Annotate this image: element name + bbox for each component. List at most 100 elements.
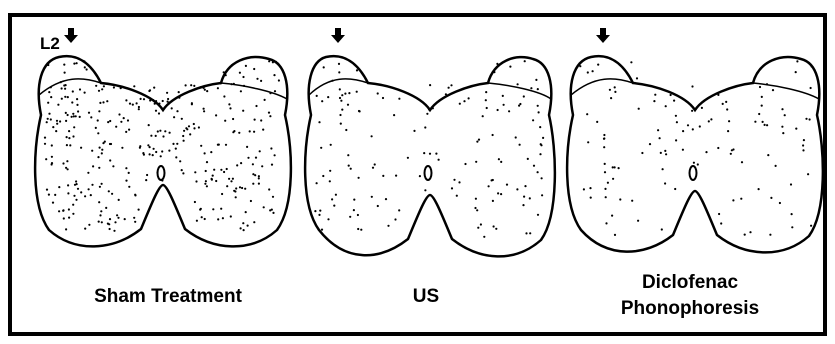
stained-neuron-dot: [62, 210, 64, 212]
stained-neuron-dot: [88, 224, 90, 226]
stained-neuron-dot: [205, 170, 207, 172]
stained-neuron-dot: [99, 186, 101, 188]
stained-neuron-dot: [496, 63, 498, 65]
stained-neuron-dot: [50, 96, 52, 98]
stained-neuron-dot: [234, 190, 236, 192]
stained-neuron-dot: [219, 82, 221, 84]
stained-neuron-dot: [691, 110, 693, 112]
stained-neuron-dot: [189, 133, 191, 135]
stained-neuron-dot: [263, 206, 265, 208]
stained-neuron-dot: [726, 108, 728, 110]
arrow-down-icon: [331, 28, 345, 43]
stained-neuron-dot: [108, 223, 110, 225]
stained-neuron-dot: [64, 72, 66, 74]
stained-neuron-dot: [153, 87, 155, 89]
stained-neuron-dot: [181, 118, 183, 120]
stained-neuron-dot: [67, 96, 69, 98]
stained-neuron-dot: [323, 66, 325, 68]
stained-neuron-dot: [493, 71, 495, 73]
stained-neuron-dot: [448, 87, 450, 89]
stained-neuron-dot: [215, 114, 217, 116]
stained-neuron-dot: [587, 71, 589, 73]
stained-neuron-dot: [244, 188, 246, 190]
stained-neuron-dot: [541, 177, 543, 179]
stained-neuron-dot: [802, 149, 804, 151]
stained-neuron-dot: [51, 144, 53, 146]
stained-neuron-dot: [770, 197, 772, 199]
stained-neuron-dot: [188, 125, 190, 127]
stained-neuron-dot: [50, 86, 52, 88]
stained-neuron-dot: [665, 153, 667, 155]
stained-neuron-dot: [532, 119, 534, 121]
stained-neuron-dot: [728, 120, 730, 122]
stained-neuron-dot: [223, 95, 225, 97]
stained-neuron-dot: [100, 210, 102, 212]
stained-neuron-dot: [242, 76, 244, 78]
stained-neuron-dot: [718, 213, 720, 215]
stained-neuron-dot: [348, 165, 350, 167]
stained-neuron-dot: [475, 161, 477, 163]
stained-neuron-dot: [44, 137, 46, 139]
stained-neuron-dot: [220, 169, 222, 171]
stained-neuron-dot: [240, 90, 242, 92]
stained-neuron-dot: [705, 151, 707, 153]
stained-neuron-dot: [203, 87, 205, 89]
stained-neuron-dot: [76, 98, 78, 100]
stained-neuron-dot: [740, 198, 742, 200]
stained-neuron-dot: [732, 148, 734, 150]
stained-neuron-dot: [247, 225, 249, 227]
stained-neuron-dot: [204, 89, 206, 91]
stained-neuron-dot: [583, 188, 585, 190]
stained-neuron-dot: [387, 225, 389, 227]
stained-neuron-dot: [258, 175, 260, 177]
stained-neuron-dot: [72, 213, 74, 215]
stained-neuron-dot: [523, 95, 525, 97]
stained-neuron-dot: [118, 113, 120, 115]
stained-neuron-dot: [641, 152, 643, 154]
stained-neuron-dot: [64, 96, 66, 98]
stained-neuron-dot: [138, 209, 140, 211]
stained-neuron-dot: [178, 91, 180, 93]
stained-neuron-dot: [146, 174, 148, 176]
stained-neuron-dot: [160, 155, 162, 157]
stained-neuron-dot: [258, 177, 260, 179]
stained-neuron-dot: [206, 185, 208, 187]
stained-neuron-dot: [761, 96, 763, 98]
stained-neuron-dot: [429, 153, 431, 155]
stained-neuron-dot: [426, 113, 428, 115]
stained-neuron-dot: [429, 84, 431, 86]
stained-neuron-dot: [72, 113, 74, 115]
stained-neuron-dot: [129, 103, 131, 105]
stained-neuron-dot: [173, 116, 175, 118]
stained-neuron-dot: [772, 89, 774, 91]
stained-neuron-dot: [193, 127, 195, 129]
stained-neuron-dot: [185, 84, 187, 86]
stained-neuron-dot: [717, 94, 719, 96]
stained-neuron-dot: [701, 107, 703, 109]
stained-neuron-dot: [226, 168, 228, 170]
stained-neuron-dot: [162, 100, 164, 102]
stained-neuron-dot: [128, 129, 130, 131]
stained-neuron-dot: [810, 225, 812, 227]
stained-neuron-dot: [810, 87, 812, 89]
stained-neuron-dot: [183, 140, 185, 142]
stained-neuron-dot: [485, 91, 487, 93]
stained-neuron-dot: [230, 215, 232, 217]
stained-neuron-dot: [181, 169, 183, 171]
stained-neuron-dot: [99, 147, 101, 149]
central-canal: [425, 166, 432, 180]
stained-neuron-dot: [161, 150, 163, 152]
stained-neuron-dot: [612, 166, 614, 168]
stained-neuron-dot: [164, 130, 166, 132]
stained-neuron-dot: [500, 161, 502, 163]
stained-neuron-dot: [128, 172, 130, 174]
stained-neuron-dot: [781, 108, 783, 110]
stained-neuron-dot: [47, 64, 49, 66]
stained-neuron-dot: [249, 130, 251, 132]
stained-neuron-dot: [586, 113, 588, 115]
stained-neuron-dot: [217, 87, 219, 89]
stained-neuron-dot: [477, 227, 479, 229]
stained-neuron-dot: [340, 100, 342, 102]
stained-neuron-dot: [72, 90, 74, 92]
stained-neuron-dot: [73, 63, 75, 65]
